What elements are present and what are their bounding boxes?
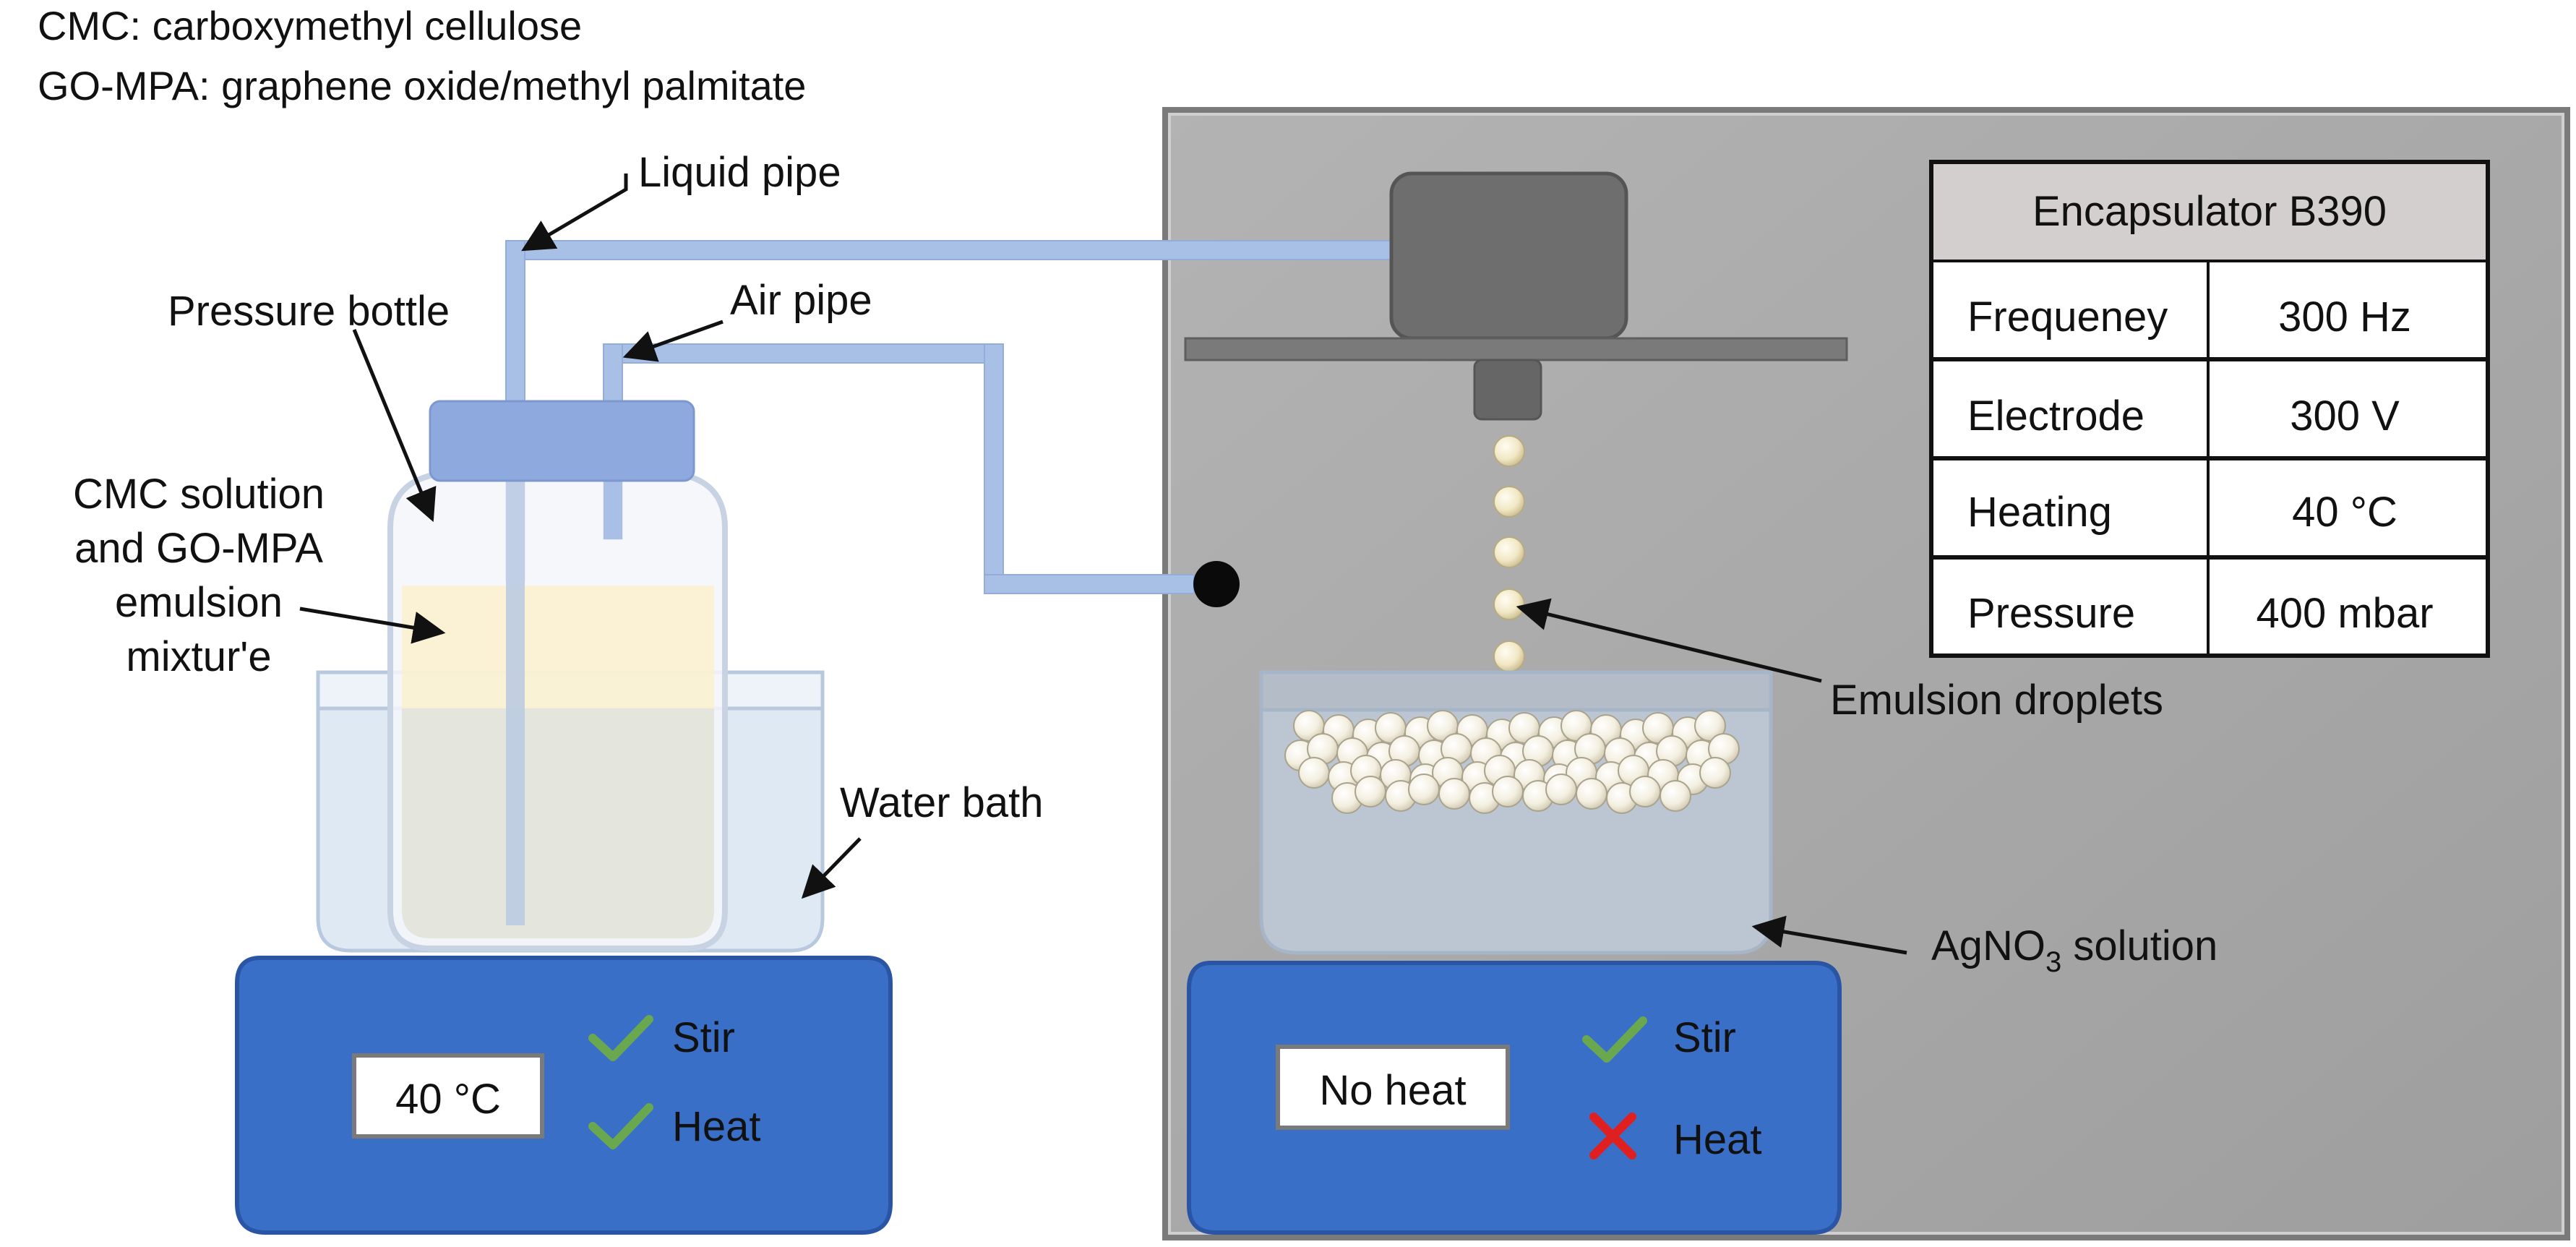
label-air-pipe: Air pipe — [730, 277, 872, 324]
legend-go-mpa: GO-MPA: graphene oxide/methyl palmitate — [38, 63, 806, 108]
param-frequency: Frequeney — [1967, 293, 2168, 340]
falling-droplets — [1493, 435, 1525, 672]
check-icon — [588, 1103, 653, 1149]
legend-cmc: CMC: carboxymethyl cellulose — [38, 3, 582, 48]
check-icon — [588, 1015, 653, 1061]
right-stirrer: No heat Stir Heat — [1187, 961, 1842, 1235]
check-icon — [1582, 1016, 1647, 1063]
label-agno3: AgNO3 solution — [1931, 922, 2217, 978]
calcium-bead — [1629, 776, 1661, 807]
table-title: Encapsulator B390 — [2032, 188, 2387, 235]
value-pressure: 400 mbar — [2256, 590, 2433, 637]
encapsulator-table: Encapsulator B390 Frequeney 300 Hz Elect… — [1929, 160, 2490, 658]
label-emulsion-droplets: Emulsion droplets — [1830, 677, 2163, 724]
annotation-arrows — [299, 173, 1907, 955]
calcium-bead — [1354, 776, 1386, 807]
value-electrode: 300 V — [2290, 393, 2400, 440]
cross-icon — [1589, 1113, 1636, 1160]
value-heating: 40 °C — [2292, 489, 2397, 536]
label-cmc-1: CMC solution — [73, 471, 325, 518]
right-temp-value: No heat — [1319, 1067, 1466, 1114]
air-inlet-port — [1193, 561, 1240, 607]
calcium-bead — [1576, 778, 1607, 810]
beads-layer — [1284, 710, 1740, 814]
param-pressure: Pressure — [1967, 590, 2135, 637]
air-pipe — [603, 343, 1195, 594]
param-electrode: Electrode — [1967, 393, 2144, 440]
label-water-bath: Water bath — [840, 779, 1044, 826]
label-liquid-pipe: Liquid pipe — [638, 149, 841, 196]
left-stir-label: Stir — [672, 1014, 735, 1061]
value-frequency: 300 Hz — [2278, 293, 2411, 340]
left-temp-display — [352, 1053, 544, 1139]
calcium-bead — [1699, 757, 1731, 789]
param-heating: Heating — [1967, 489, 2112, 536]
calcium-bead — [1438, 778, 1470, 810]
left-heat-label: Heat — [672, 1103, 761, 1150]
label-cmc-2: and GO-MPA — [74, 525, 323, 572]
nozzle-assembly — [1184, 171, 1848, 421]
label-pressure-bottle: Pressure bottle — [168, 288, 450, 335]
label-cmc-4: mixtur'e — [126, 633, 271, 680]
label-cmc-3: emulsion — [115, 579, 283, 626]
left-stirrer: 40 °C Stir Heat — [235, 956, 893, 1235]
calcium-bead — [1660, 780, 1691, 812]
left-temp-value: 40 °C — [395, 1076, 501, 1123]
right-temp-display — [1276, 1045, 1510, 1130]
calcium-bead — [1545, 774, 1577, 805]
calcium-bead — [1492, 776, 1524, 807]
calcium-bead — [1408, 774, 1440, 805]
right-heat-label: Heat — [1673, 1116, 1762, 1163]
pressure-bottle — [387, 405, 728, 951]
bottle-cap — [429, 400, 695, 482]
calcium-bead — [1298, 757, 1330, 789]
right-stir-label: Stir — [1673, 1014, 1736, 1061]
